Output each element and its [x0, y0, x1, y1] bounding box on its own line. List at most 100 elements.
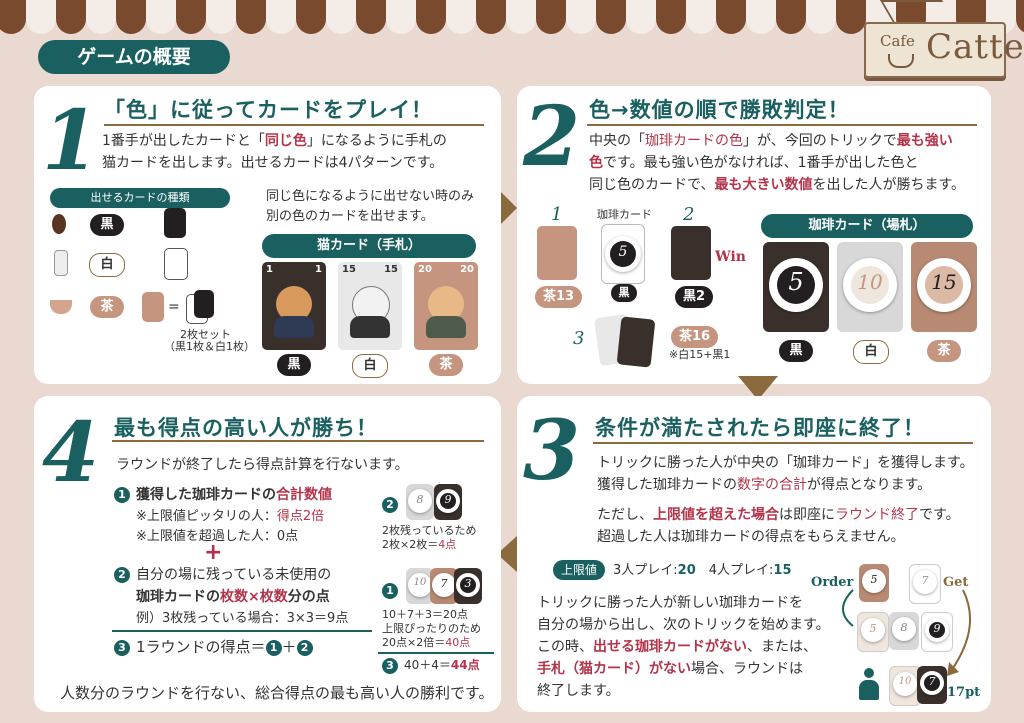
limit-values: 3人プレイ:20 4人プレイ:15: [613, 563, 792, 578]
black-card-shape: [164, 208, 186, 238]
section-1-line-1: 1番手が出したカードと「同じ色」になるように手札の: [102, 133, 447, 149]
awning-scallop: [326, 0, 356, 34]
playable-kinds-label: 出せるカードの種類: [50, 188, 230, 208]
limit-label: 上限値: [553, 560, 605, 580]
title-underline: [104, 124, 484, 126]
section-2-number: 2: [523, 89, 581, 185]
player-1-marker: 1: [551, 204, 563, 225]
color-white-pill: 白: [89, 253, 125, 277]
awning-scallop: [356, 0, 386, 34]
black-2-label: 黒2: [675, 286, 714, 308]
example-card-3: 3: [454, 568, 482, 604]
offsuit-note-1: 同じ色になるように出せない時のみ: [266, 189, 475, 204]
field-black-label: 黒: [779, 340, 813, 362]
awning-scallop: [446, 0, 476, 34]
section-3-line-4: 超過した人は珈琲カードの得点をもらえません。: [597, 529, 905, 545]
awning-scallop: [776, 0, 806, 34]
order-label: Order: [811, 575, 854, 590]
awning-scallop: [116, 0, 146, 34]
field-white-value: 10: [857, 270, 883, 294]
awning-scallop: [146, 0, 176, 34]
flow-arrow-left: [497, 536, 517, 572]
title-underline: [587, 124, 977, 126]
equals-sign: =: [168, 299, 180, 315]
field-card-black: 5: [763, 242, 829, 332]
field-brown-value: 15: [931, 270, 957, 294]
offsuit-note-2: 別の色のカードを出せます。: [266, 209, 434, 224]
get-label: Get: [943, 575, 969, 590]
field-card-white: 10: [837, 242, 903, 332]
order-card-5: 5: [859, 564, 889, 602]
awning-scallop: [716, 0, 746, 34]
example-1-text-3: 20点×2倍＝40点: [382, 636, 471, 649]
awning-scallop: [206, 0, 236, 34]
awning-scallop: [476, 0, 506, 34]
awning-scallop: [56, 0, 86, 34]
field-card-9: 9: [921, 612, 953, 652]
cup-icon: [888, 54, 914, 68]
trick-coffee-card: 5: [601, 224, 645, 284]
section-4-intro: ラウンドが終了したら得点計算を行ないます。: [116, 457, 409, 473]
field-brown-label: 茶: [927, 340, 961, 362]
awning-scallop: [806, 0, 836, 34]
section-1-title: 「色」に従ってカードをプレイ！: [104, 98, 433, 122]
section-3-number: 3: [523, 403, 581, 499]
section-3-title: 条件が満たされたら即座に終了！: [595, 416, 925, 440]
field-white-label: 白: [853, 340, 889, 364]
awning-scallop: [266, 0, 296, 34]
cat-card-brown: 20 20: [414, 262, 478, 350]
section-3-panel: 3 条件が満たされたら即座に終了！ トリックに勝った人が中央の「珈琲カード」を獲…: [517, 396, 991, 712]
cat-card-black: 1 1: [262, 262, 326, 350]
awning-scallop: [296, 0, 326, 34]
field-black-value: 5: [788, 268, 804, 296]
cafe-catte-logo: Cafe Catte: [864, 22, 1024, 78]
divider: [378, 652, 494, 654]
awning-scallop: [86, 0, 116, 34]
hand-black-label: 黒: [277, 354, 311, 376]
section-1-panel: 1 「色」に従ってカードをプレイ！ 1番手が出したカードと「同じ色」になるように…: [34, 86, 501, 384]
example-card-9: 9: [434, 484, 462, 520]
milk-bottle-icon: [54, 250, 68, 276]
section-2-line-2: 色です。最も強い色がなければ、1番手が出した色と: [589, 155, 919, 171]
hand-brown-label: 茶: [429, 354, 463, 376]
score-item-2-line-2: 珈琲カードの枚数×枚数分の点: [136, 589, 330, 605]
section-1-line-2: 猫カードを出します。出せるカードは4パターンです。: [102, 155, 444, 171]
trick-card-brown-13: [537, 226, 577, 280]
section-3-line-2: 獲得した珈琲カードの数字の合計が得点となります。: [597, 477, 932, 493]
trick-card-black-1: [616, 316, 656, 368]
example-2-text-1: 2枚残っているため: [382, 524, 477, 537]
score-item-1-note-1: ※上限値ピッタリの人：得点2倍: [136, 509, 325, 524]
awning-scallop: [236, 0, 266, 34]
win-label: Win: [715, 249, 746, 265]
section-2-title: 色→数値の順で勝敗判定！: [589, 98, 850, 122]
awning: [0, 0, 1024, 40]
hand-white-label: 白: [352, 354, 388, 378]
score-item-1-note-2: ※上限値を超過した人：0点: [136, 529, 299, 544]
awning-scallop: [536, 0, 566, 34]
color-brown-pill: 茶: [90, 296, 124, 318]
color-black-pill: 黒: [90, 214, 124, 236]
example-1-text-2: 上限ぴったりのため: [382, 622, 481, 635]
white-card-shape: [164, 248, 188, 280]
section-3-line-9: 終了します。: [537, 683, 620, 699]
example-1-text-1: 10＋7＋3＝20点: [382, 608, 468, 621]
player-2-marker: 2: [683, 204, 695, 225]
page-title: ゲームの概要: [38, 40, 230, 74]
coffee-card-label: 珈琲カード: [597, 208, 652, 221]
example-card-8: 8: [406, 484, 434, 520]
awning-scallop: [746, 0, 776, 34]
brown-13-label: 茶13: [535, 286, 583, 308]
title-underline: [593, 442, 973, 444]
title-underline: [112, 440, 484, 442]
section-2-panel: 2 色→数値の順で勝敗判定！ 中央の「珈琲カードの色」が、今回のトリックで最も強…: [517, 86, 991, 384]
won-card-7: 7: [917, 666, 947, 704]
person-icon: [859, 668, 879, 702]
awning-scallop: [506, 0, 536, 34]
player-3-marker: 3: [573, 328, 585, 349]
example-1-marker: 1: [382, 580, 404, 602]
logo-catte-text: Catte: [926, 27, 1024, 67]
